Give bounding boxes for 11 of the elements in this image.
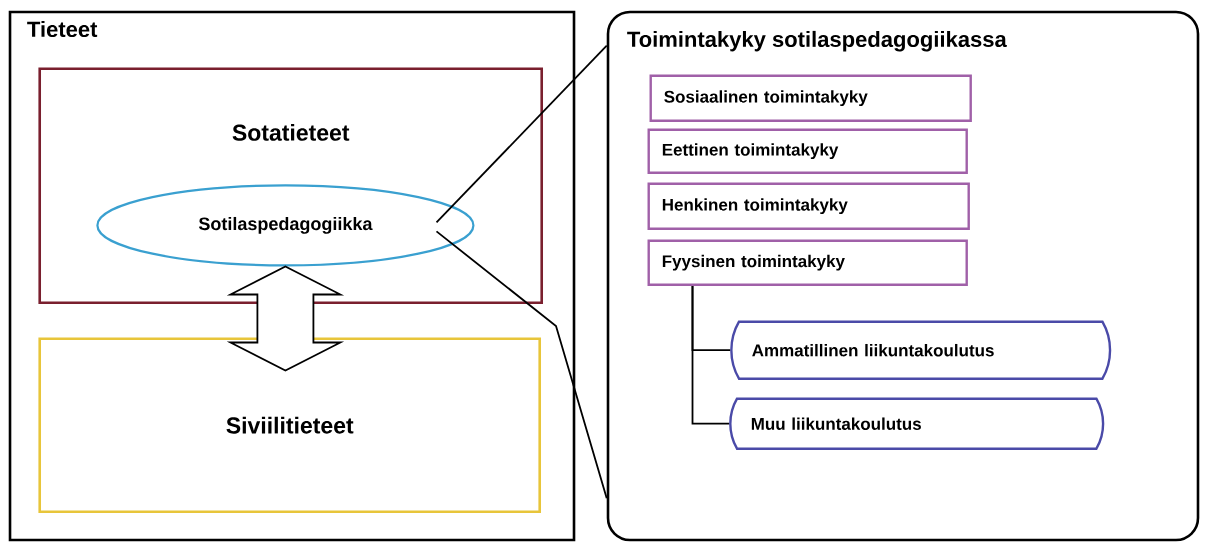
category-box: Fyysinen toimintakyky — [647, 239, 968, 286]
training-box: Ammatillinen liikuntakoulutus — [730, 320, 1112, 380]
training-box: Muu liikuntakoulutus — [729, 397, 1105, 450]
category-box: Eettinen toimintakyky — [647, 128, 968, 174]
double-arrow — [226, 265, 345, 372]
field-box: Siviilitieteet — [38, 337, 541, 513]
connector-line — [435, 230, 608, 500]
connector-line — [435, 44, 608, 224]
connector-line — [691, 285, 730, 425]
category-box: Sosiaalinen toimintakyky — [649, 74, 972, 122]
category-box: Henkinen toimintakyky — [647, 182, 970, 230]
